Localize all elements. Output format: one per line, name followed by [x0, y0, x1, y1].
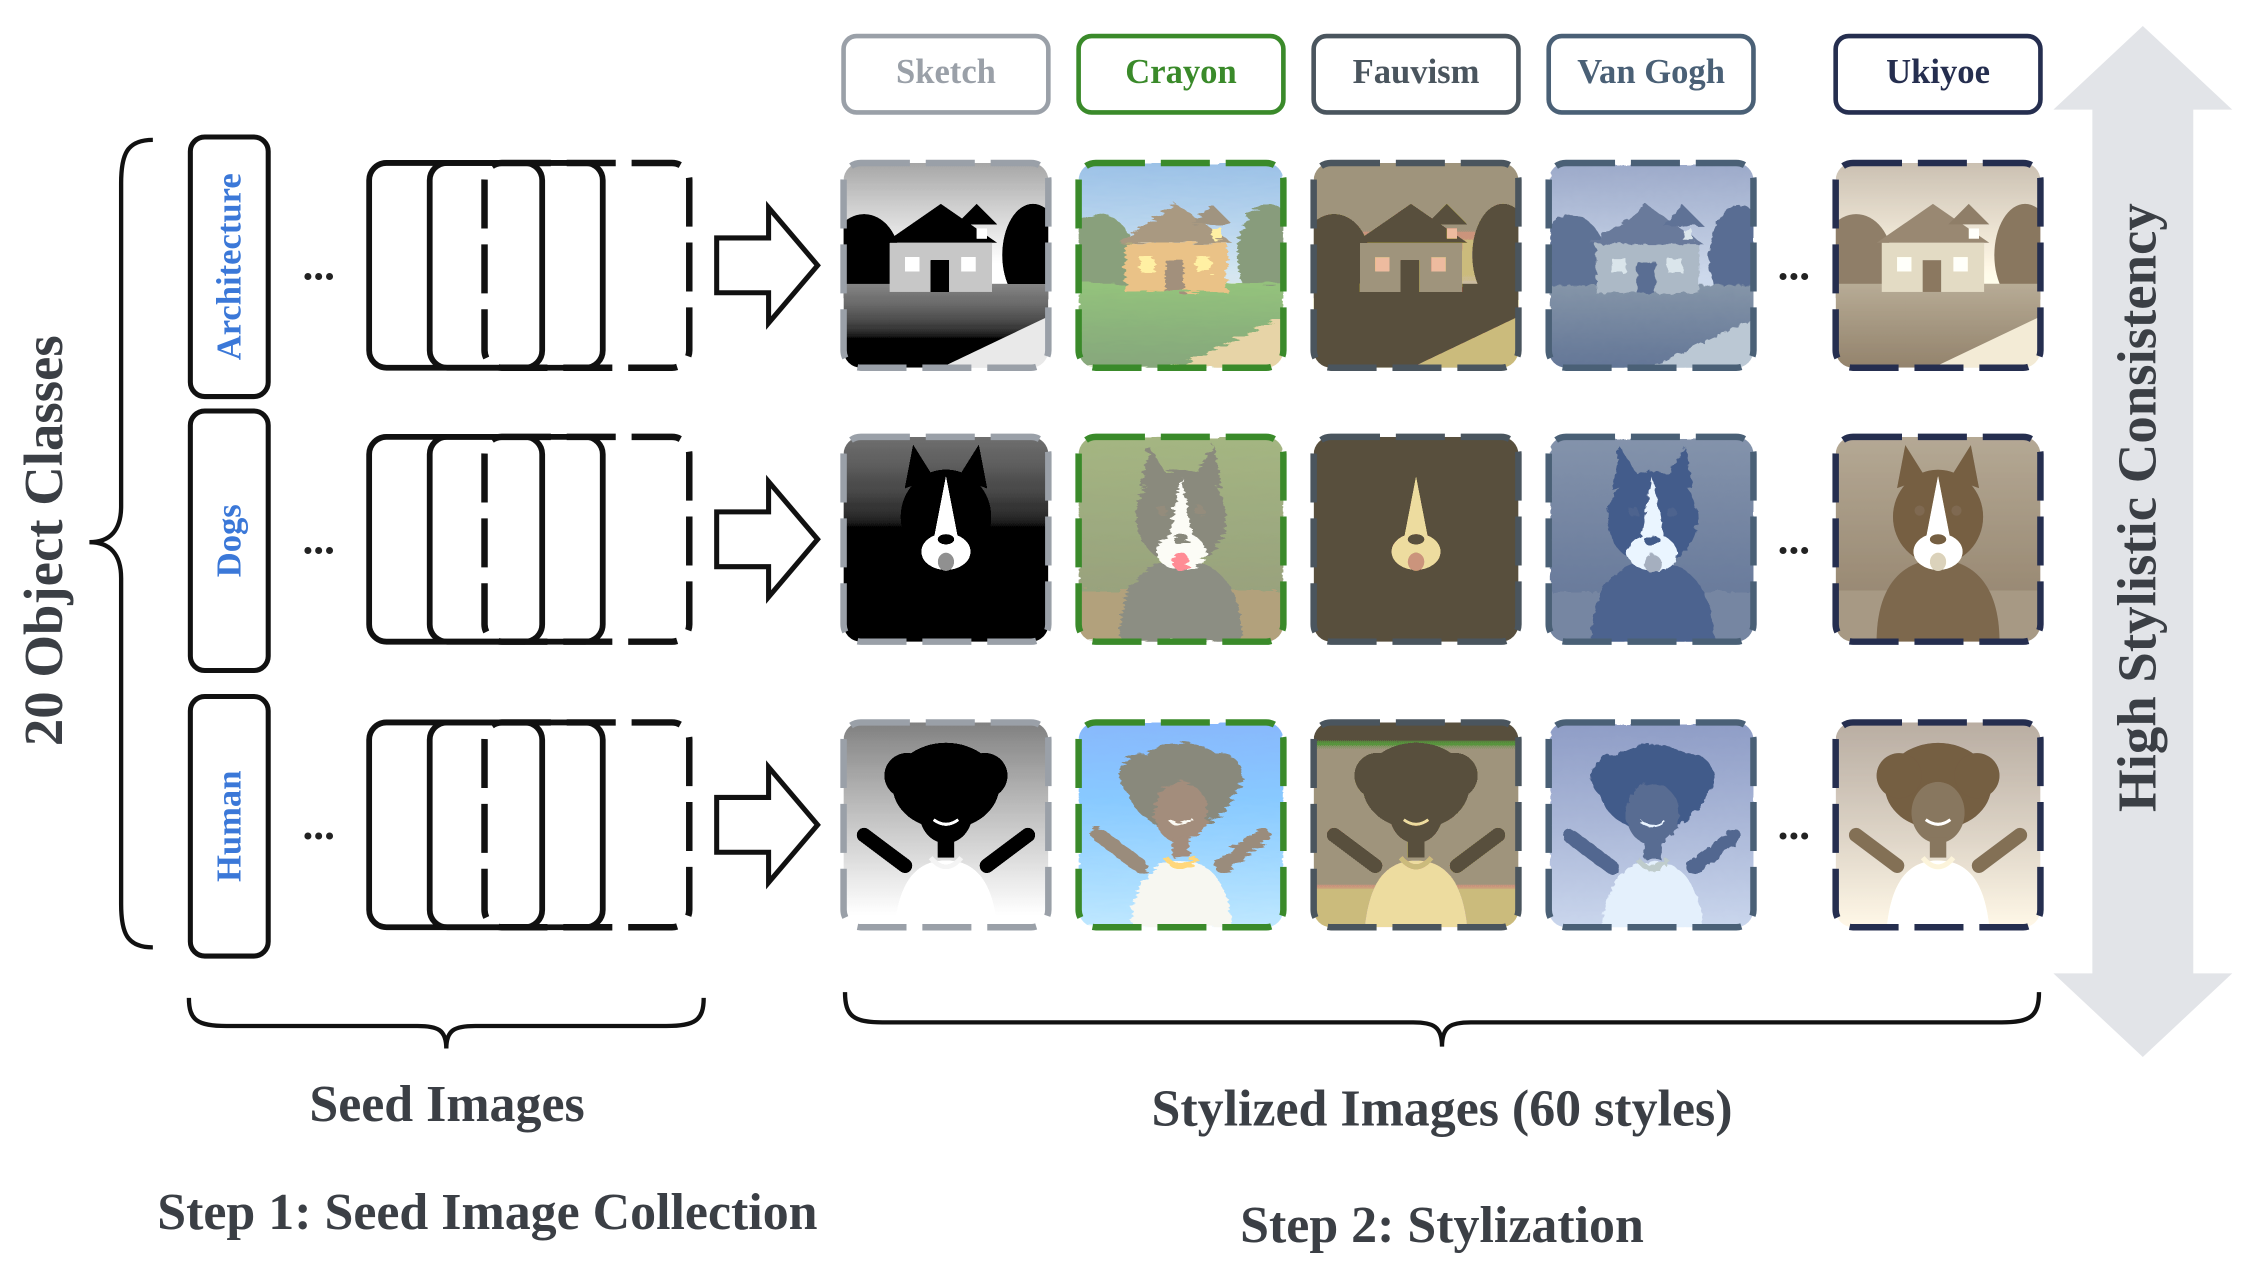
stylized-image	[1832, 719, 2044, 931]
style-header-box	[841, 33, 1051, 115]
class-label: Dogs	[210, 504, 248, 577]
style-ellipsis: ...	[1778, 801, 1810, 849]
right-arrow-icon	[714, 200, 821, 330]
class-label-box	[187, 134, 271, 400]
stylized-image	[1075, 433, 1287, 645]
stylized-image	[840, 433, 1052, 645]
stylized-image	[1832, 159, 2044, 371]
stylized-image	[1832, 433, 2044, 645]
seed-ellipsis: ...	[302, 515, 334, 563]
right-arrow-icon	[714, 474, 821, 604]
step2-title: Step 2: Stylization	[1240, 1197, 1644, 1254]
stylized-image	[1310, 433, 1522, 645]
style-ellipsis: ...	[1778, 515, 1810, 563]
double-arrow-icon	[2053, 25, 2233, 1057]
step1-title: Step 1: Seed Image Collection	[157, 1184, 817, 1241]
object-classes-label: 20 Object Classes	[13, 335, 74, 746]
style-header-label: Sketch	[896, 53, 996, 91]
seed-image-back	[366, 719, 546, 931]
style-ellipsis: ...	[1778, 241, 1810, 289]
seed-image	[481, 159, 693, 371]
class-label-box	[187, 693, 271, 959]
seed-image-back	[426, 719, 606, 931]
stylized-image	[1310, 159, 1522, 371]
class-label-box	[187, 408, 271, 674]
seed-images-brace	[186, 997, 706, 1049]
stylized-image	[1075, 159, 1287, 371]
right-arrow-icon	[714, 760, 821, 890]
stylized-image	[1310, 719, 1522, 931]
style-header-box	[1546, 33, 1756, 115]
class-label: Human	[210, 771, 248, 883]
stylized-image	[1545, 159, 1757, 371]
style-header-label: Ukiyoe	[1886, 53, 1990, 91]
stylized-image	[840, 159, 1052, 371]
style-header-box	[1833, 33, 2043, 115]
seed-images-label: Seed Images	[309, 1076, 584, 1133]
seed-image	[481, 433, 693, 645]
seed-ellipsis: ...	[302, 241, 334, 289]
style-header-label: Crayon	[1125, 53, 1236, 91]
style-header-label: Fauvism	[1353, 53, 1480, 91]
style-header-label: Van Gogh	[1577, 53, 1725, 91]
stylized-image	[1545, 719, 1757, 931]
stylistic-consistency-label: High Stylistic Consistency	[2107, 203, 2168, 812]
seed-image-back	[366, 160, 546, 371]
seed-image	[481, 719, 693, 931]
style-header-box	[1311, 33, 1521, 115]
class-label: Architecture	[210, 173, 248, 360]
seed-image-back	[366, 434, 546, 645]
seed-image-back	[426, 160, 606, 371]
object-classes-brace	[89, 137, 153, 950]
seed-ellipsis: ...	[302, 801, 334, 849]
stylized-image	[840, 719, 1052, 931]
stylized-images-label: Stylized Images (60 styles)	[1152, 1080, 1733, 1137]
stylized-images-brace	[842, 992, 2042, 1047]
style-header-box	[1076, 33, 1286, 115]
stylized-image	[1545, 433, 1757, 645]
seed-image-back	[426, 434, 606, 645]
stylized-image	[1075, 719, 1287, 931]
